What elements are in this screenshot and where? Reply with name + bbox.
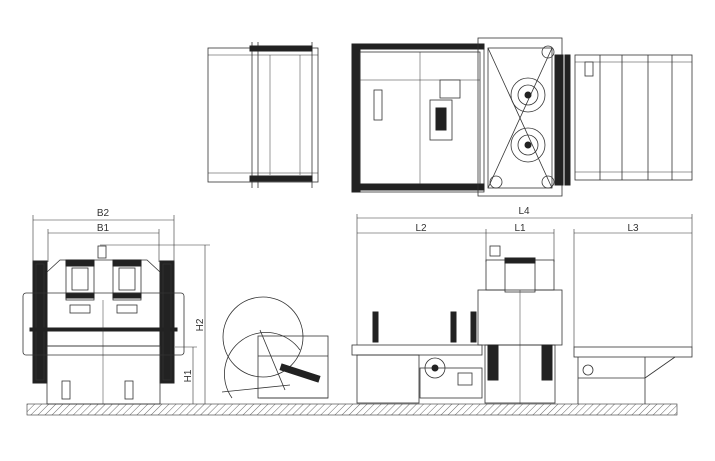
dimension-b1: B1 [47,223,160,262]
dimension-l1: L1 [485,223,555,262]
dimension-l3: L3 [573,223,692,347]
dimension-label-b1: B1 [97,223,110,234]
dimension-l2: L2 [357,223,486,234]
dimension-label-h1: H1 [183,369,194,382]
dimension-h1: H1 [175,346,197,404]
decoiler [221,296,329,399]
dimension-label-b2: B2 [97,208,110,219]
dimension-l4: L4 [356,206,693,347]
dimension-label-l2: L2 [415,223,427,234]
dimension-label-h2: H2 [195,318,206,331]
dimension-b2: B2 [32,208,175,262]
top-view-press [351,37,571,197]
top-view-stacker [207,42,319,188]
dimension-label-l1: L1 [514,223,526,234]
top-view-conveyor [574,54,693,181]
front-view-press [22,245,185,405]
dimension-label-l3: L3 [627,223,639,234]
dimension-h2: H2 [100,244,210,404]
dimension-label-l4: L4 [518,206,530,217]
ground-hatch [26,403,678,416]
front-view-line [351,245,693,404]
